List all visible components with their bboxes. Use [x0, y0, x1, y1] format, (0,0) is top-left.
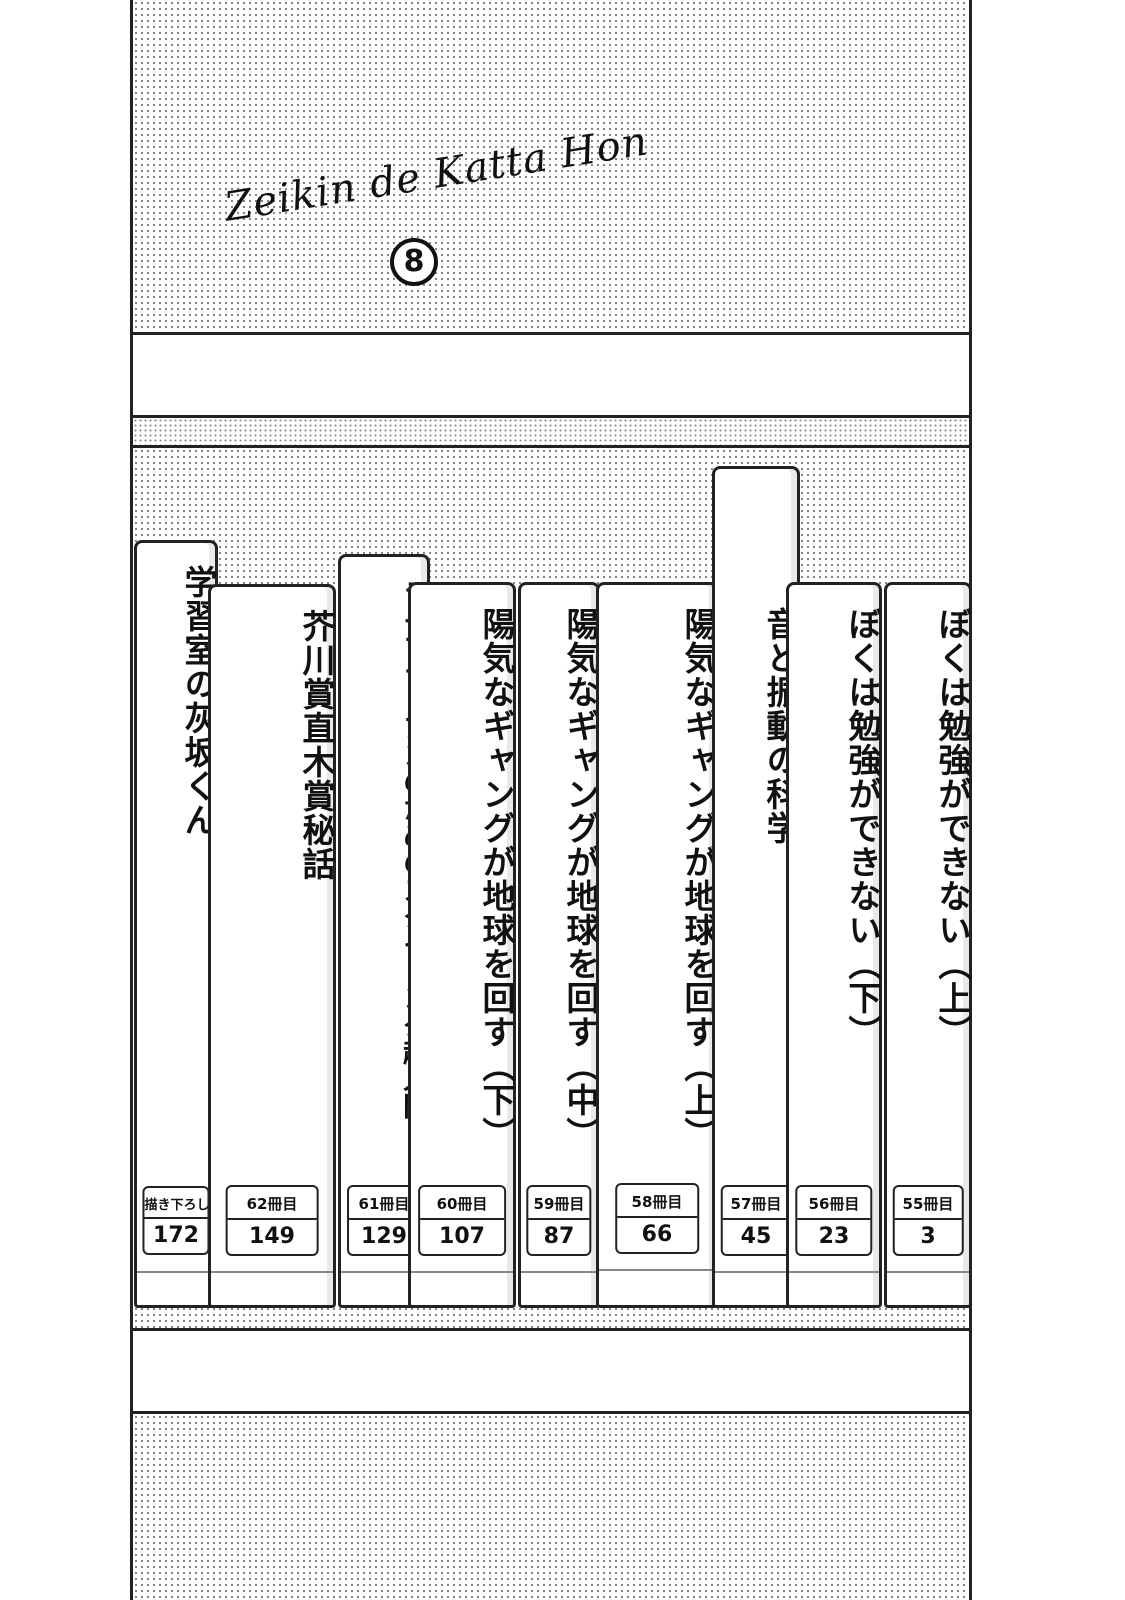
book-number-tag: 58冊目 66	[615, 1183, 699, 1254]
book-label: 56冊目	[797, 1187, 871, 1220]
book-title: 音と振動の科学	[761, 607, 800, 845]
book-title: 学習室の灰坂くん	[179, 565, 218, 837]
volume-number-badge: 8	[390, 238, 438, 286]
book-page-number: 149	[249, 1224, 295, 1249]
book-page-number: 66	[641, 1222, 673, 1247]
book-label: 59冊目	[528, 1187, 590, 1220]
book-title: 陽気なギャングが地球を回す（中）	[561, 607, 600, 1151]
book-title: 陽気なギャングが地球を回す（下）	[477, 607, 516, 1151]
book-label: 61冊目	[349, 1187, 419, 1220]
book-spine-9[interactable]: ぼくは勉強ができない（上） 55冊目 3	[884, 582, 972, 1308]
book-title: ぼくは勉強ができない（下）	[843, 607, 882, 1049]
book-label: 描き下ろし	[144, 1188, 209, 1219]
book-spine-6[interactable]: 陽気なギャングが地球を回す（上） 58冊目 66	[596, 582, 718, 1308]
lower-shelf-board	[133, 1328, 969, 1414]
book-spine-8[interactable]: ぼくは勉強ができない（下） 56冊目 23	[786, 582, 882, 1308]
book-spine-2[interactable]: 芥川賞直木賞秘話 62冊目 149	[208, 584, 336, 1308]
book-number-tag: 59冊目 87	[526, 1185, 592, 1256]
book-page-number: 3	[920, 1224, 936, 1249]
book-number-tag: 56冊目 23	[795, 1185, 873, 1256]
book-page-number: 129	[361, 1224, 407, 1249]
book-label: 57冊目	[722, 1187, 790, 1220]
upper-shelf-board	[133, 332, 969, 418]
book-page-number: 23	[818, 1224, 850, 1249]
book-number-tag: 57冊目 45	[720, 1185, 792, 1256]
book-page-number: 87	[543, 1224, 575, 1249]
book-page-number: 172	[153, 1223, 199, 1248]
book-page-number: 45	[740, 1224, 772, 1249]
book-number-tag: 55冊目 3	[892, 1185, 964, 1256]
book-title: 陽気なギャングが地球を回す（上）	[679, 607, 718, 1151]
book-number-tag: 60冊目 107	[418, 1185, 506, 1256]
book-page-number: 107	[439, 1224, 485, 1249]
book-title: ぼくは勉強ができない（上）	[933, 607, 972, 1049]
lower-compartment	[133, 1414, 969, 1600]
book-label: 58冊目	[617, 1185, 697, 1218]
shelf-edge-band	[133, 418, 969, 448]
book-number-tag: 描き下ろし 172	[142, 1186, 210, 1255]
book-title: 芥川賞直木賞秘話	[297, 609, 336, 881]
book-spine-5[interactable]: 陽気なギャングが地球を回す（中） 59冊目 87	[518, 582, 600, 1308]
upper-compartment	[133, 0, 969, 332]
book-label: 55冊目	[894, 1187, 962, 1220]
book-label: 62冊目	[227, 1187, 317, 1220]
book-label: 60冊目	[420, 1187, 504, 1220]
book-number-tag: 62冊目 149	[225, 1185, 319, 1256]
book-spine-4[interactable]: 陽気なギャングが地球を回す（下） 60冊目 107	[408, 582, 516, 1308]
book-spine-1[interactable]: 学習室の灰坂くん 描き下ろし 172	[134, 540, 218, 1308]
